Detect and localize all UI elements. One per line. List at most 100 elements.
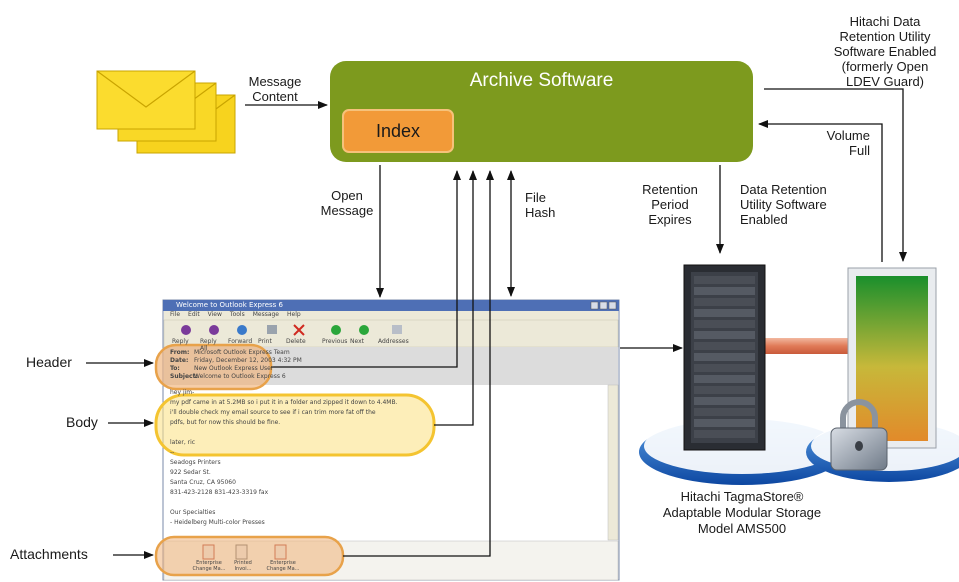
attachments-label: Attachments [10,546,88,562]
delete-icon [293,324,305,336]
padlock-icon [830,399,888,471]
menu-item[interactable]: Help [287,311,301,318]
storage-caption: Hitachi TagmaStore® Adaptable Modular St… [632,489,852,537]
rack-drive-slot [694,419,755,427]
addresses-icon [392,325,402,334]
rack-drive-slot [694,331,755,339]
header-field: To: New Outlook Express User [170,365,370,373]
toolbar-button[interactable]: Next [350,338,364,345]
index-label: Index [375,121,421,141]
next-icon [359,325,369,335]
reply-all-icon [209,325,219,335]
body-line: Santa Cruz, CA 95060 [170,479,236,486]
previous-icon [331,325,341,335]
body-line: later, ric [170,439,196,446]
body-label: Body [66,414,98,430]
message-content-label: Message Content [248,74,302,104]
open-message-label: Open Message [320,188,374,218]
body-line: Seadogs Printers [170,459,221,466]
arrow-volume-full [758,120,883,262]
header-field-value: Welcome to Outlook Express 6 [194,373,286,380]
data-retention-enabled-label: Data Retention Utility Software Enabled [740,182,827,227]
menu-bar [164,311,618,320]
attachment-item[interactable]: Enterprise Change Ma... [192,560,226,572]
toolbar-button[interactable]: Reply [172,338,189,345]
storage-rack-ams500 [683,264,766,451]
header-field-value: Friday, December 12, 2003 4:32 PM [194,357,302,364]
close-button[interactable] [608,301,617,310]
rack-drive-slot [694,430,755,438]
storage-connector [752,338,870,354]
menu-item[interactable]: Edit [188,311,200,318]
rack-drive-slot [694,342,755,350]
rack-drive-slot [694,375,755,383]
body-line: my pdf came in at 5.2MB so i put it in a… [170,399,398,406]
rack-drive-slot [694,408,755,416]
arrow-header-to-index [271,170,461,368]
attachment-item[interactable]: Printed Invoi... [234,560,252,572]
envelope-stack-icon [96,70,236,154]
header-label: Header [26,354,72,370]
volume-full-label: Volume Full [826,128,870,158]
rack-drive-slot [694,353,755,361]
toolbar-button[interactable]: Addresses [378,338,409,345]
file-hash-label: File Hash [525,190,556,220]
header-field-value: New Outlook Express User [194,365,274,372]
reply-icon [181,325,191,335]
menu-item[interactable]: Tools [229,311,245,318]
envelope-icon [96,70,196,130]
forward-icon [237,325,247,335]
body-line: 831-423-2128 831-423-3319 fax [170,489,269,496]
header-field-key: Subject: [170,373,198,380]
rack-drive-slot [694,320,755,328]
maximize-button[interactable] [599,301,608,310]
body-line [170,498,600,508]
rack-drive-slot [694,276,755,284]
flow-arrows [86,88,907,559]
rack-drive-slot [694,386,755,394]
minimize-button[interactable] [590,301,599,310]
body-line: - Heidelberg Multi-color Presses [170,519,265,526]
menu-item[interactable]: View [207,311,222,318]
scrollbar[interactable] [607,384,619,541]
body-line [170,428,600,438]
storage-caption-line1: Hitachi TagmaStore® [680,489,804,504]
header-field: Subject:Welcome to Outlook Express 6 [170,373,370,381]
storage-caption-line3: Model AMS500 [697,521,787,536]
header-field-key: To: [170,365,180,372]
body-line: hey jim- [170,389,195,396]
attachment-item[interactable]: Enterprise Change Ma... [266,560,300,572]
body-line: 922 Sedar St. [170,469,211,476]
toolbar-button[interactable]: Reply All [200,338,217,352]
body-line: -- [170,449,175,456]
arrow-body-to-index [434,170,477,426]
rack-drive-slot [694,287,755,295]
body-line: i'll double check my email source to see… [170,409,376,416]
toolbar-button[interactable]: Delete [286,338,306,345]
toolbar-button[interactable]: Print [258,338,272,345]
rack-drive-slot [694,364,755,372]
message-body: hey jim-my pdf came in at 5.2MB so i put… [170,388,600,528]
menu-item[interactable]: Message [252,311,279,318]
window-titlebar [163,300,619,311]
header-field: Date: Friday, December 12, 2003 4:32 PM [170,357,370,365]
storage-rack-locked [847,267,937,449]
arrow-attachments-to-index [343,170,494,557]
header-field: From:Microsoft Outlook Express Team [170,349,370,357]
toolbar-button[interactable]: Forward [228,338,253,345]
header-field-key: Date: [170,357,189,364]
hitachi-enabled-label: Hitachi Data Retention Utility Software … [833,14,937,89]
archive-software-title: Archive Software [469,70,614,91]
window-title: Welcome to Outlook Express 6 [176,301,283,309]
menu-item[interactable]: File [170,311,181,318]
toolbar-button[interactable]: Previous [322,338,348,345]
storage-caption-line2: Adaptable Modular Storage [662,505,822,520]
index-box [342,109,454,153]
print-icon [267,325,277,334]
body-line: Our Specialties [170,509,216,516]
retention-expires-label: Retention Period Expires [642,182,698,227]
rack-drive-slot [694,397,755,405]
